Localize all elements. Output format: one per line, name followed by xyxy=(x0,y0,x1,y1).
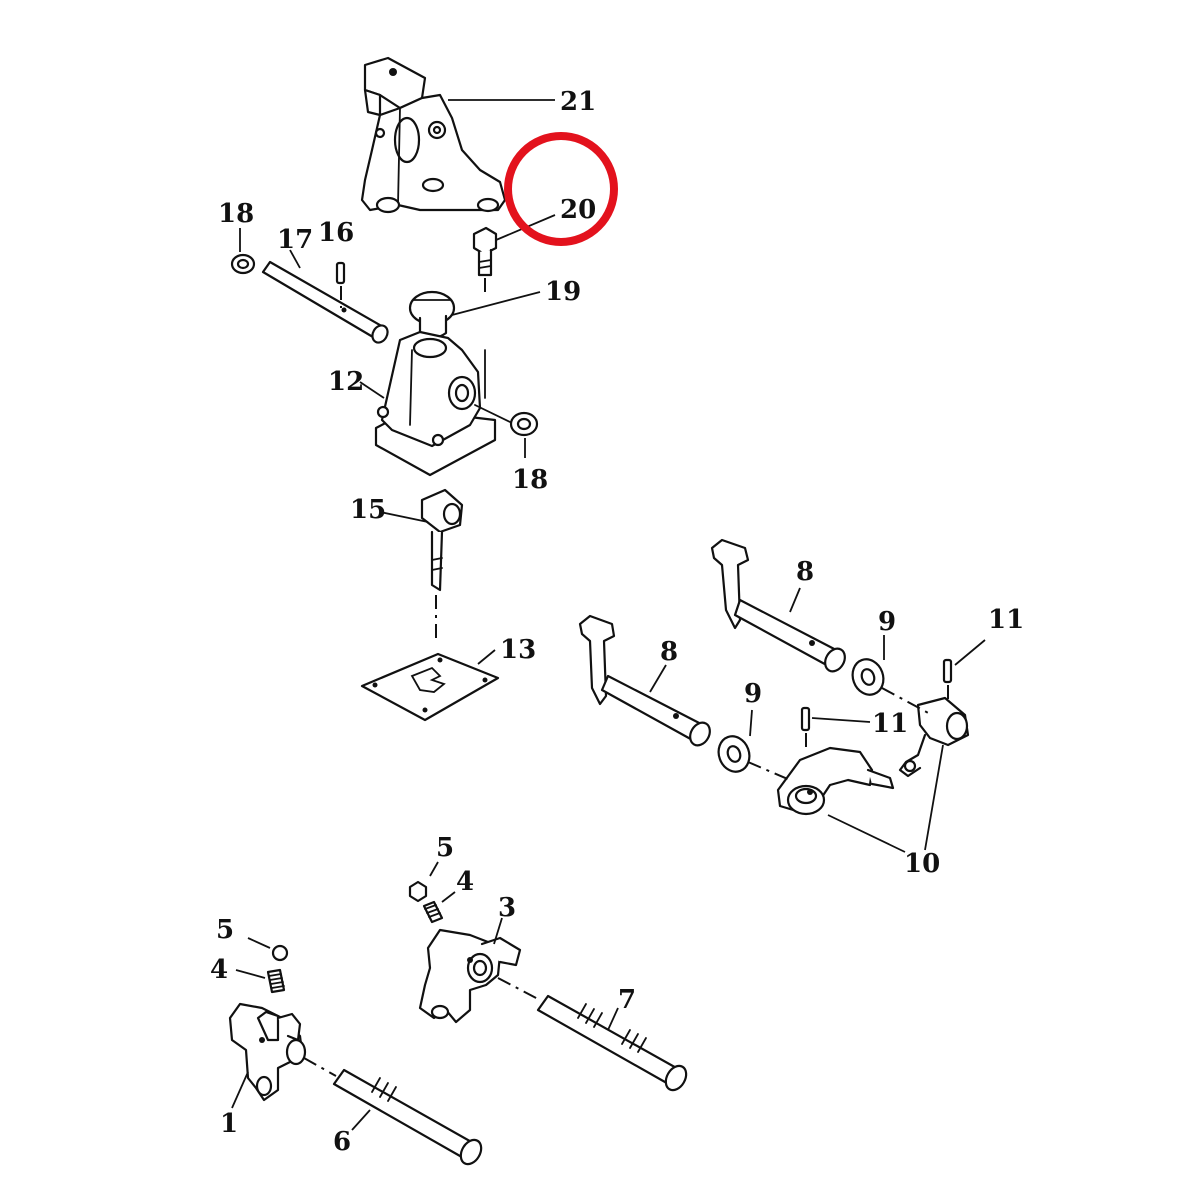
part-4-spring-upper xyxy=(422,900,444,924)
highlight-circle xyxy=(504,132,618,246)
part-5-ball-lower xyxy=(271,944,289,962)
leader-17 xyxy=(289,249,301,269)
leader-5-lower xyxy=(247,937,271,949)
part-9-washer-lower xyxy=(717,735,751,773)
leader-8-upper xyxy=(789,587,801,613)
part-8-arm-upper xyxy=(710,538,846,673)
part-4-spring-lower xyxy=(266,968,286,994)
assembly-line-upper xyxy=(881,687,933,716)
label-3: 3 xyxy=(498,893,516,923)
leader-6 xyxy=(351,1109,371,1131)
leader-15 xyxy=(379,511,429,523)
label-11-upper: 11 xyxy=(988,605,1024,635)
part-13-gasket xyxy=(360,652,500,722)
assembly-line-6 xyxy=(303,1057,337,1077)
part-10-lever-lower xyxy=(776,746,895,816)
part-3-fork xyxy=(418,928,522,1024)
part-17-shaft xyxy=(261,260,389,344)
leader-7 xyxy=(607,1007,619,1031)
part-5-ball-upper xyxy=(408,880,428,903)
part-11-pin-upper xyxy=(942,658,953,702)
label-15: 15 xyxy=(350,495,386,525)
leader-3 xyxy=(493,917,503,945)
part-21-bracket xyxy=(360,56,507,214)
assembly-line-lower xyxy=(747,761,791,781)
leader-5-upper xyxy=(429,861,439,877)
label-7: 7 xyxy=(618,985,636,1015)
part-19-knob xyxy=(408,290,456,340)
leader-4-upper xyxy=(441,891,456,903)
label-12: 12 xyxy=(328,367,364,397)
part-6-shaft xyxy=(332,1068,483,1166)
label-6: 6 xyxy=(333,1127,351,1157)
label-20: 20 xyxy=(560,195,596,225)
leader-12 xyxy=(359,381,385,399)
leader-9-lower xyxy=(749,709,753,737)
label-4-upper: 4 xyxy=(456,867,474,897)
label-19: 19 xyxy=(545,277,581,307)
leader-11-lower xyxy=(811,717,871,723)
part-20-bolt xyxy=(472,226,498,295)
part-11-pin-lower xyxy=(800,706,811,752)
label-16: 16 xyxy=(318,218,354,248)
assembly-line-7 xyxy=(497,977,541,1001)
part-1-fork xyxy=(228,1002,307,1102)
label-21: 21 xyxy=(560,87,596,117)
label-10: 10 xyxy=(904,849,940,879)
part-8-arm-lower xyxy=(578,614,711,747)
label-18-right: 18 xyxy=(512,465,548,495)
label-9-lower: 9 xyxy=(744,679,762,709)
label-8-upper: 8 xyxy=(796,557,814,587)
label-11-lower: 11 xyxy=(872,709,908,739)
label-5-lower: 5 xyxy=(216,915,234,945)
leader-1 xyxy=(231,1071,249,1109)
part-15-lever xyxy=(420,488,464,640)
leader-4-lower xyxy=(235,969,266,979)
part-7-shaft xyxy=(536,994,688,1092)
part-16-pin xyxy=(335,261,346,308)
leader-10 xyxy=(827,744,944,853)
leader-8-lower xyxy=(649,664,667,693)
part-9-washer-upper xyxy=(851,658,885,696)
label-18-left: 18 xyxy=(218,199,254,229)
label-5-upper: 5 xyxy=(436,833,454,863)
part-12-housing xyxy=(374,330,513,477)
part-18-bushing-left xyxy=(230,253,256,275)
label-4-lower: 4 xyxy=(210,955,228,985)
label-1: 1 xyxy=(220,1109,238,1139)
leader-19 xyxy=(451,291,541,316)
part-18-bushing-right xyxy=(509,411,539,437)
label-13: 13 xyxy=(500,635,536,665)
label-8-lower: 8 xyxy=(660,637,678,667)
leader-13 xyxy=(477,649,496,665)
part-10-lever-upper xyxy=(898,696,970,778)
label-17: 17 xyxy=(277,225,313,255)
leader-11-upper xyxy=(954,639,986,666)
label-9-upper: 9 xyxy=(878,607,896,637)
